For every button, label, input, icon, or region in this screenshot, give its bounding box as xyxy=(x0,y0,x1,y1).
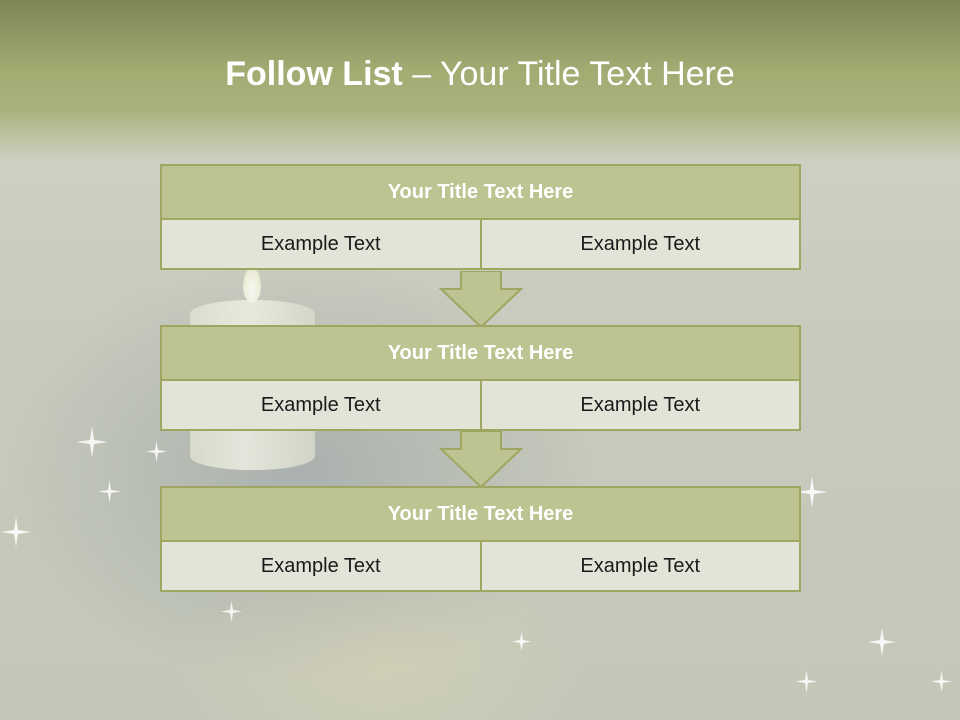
step-block-2: Your Title Text Here Example Text Exampl… xyxy=(160,325,801,431)
step-title: Your Title Text Here xyxy=(160,164,801,220)
step-title: Your Title Text Here xyxy=(160,325,801,381)
step-left-text: Example Text xyxy=(260,232,381,255)
step-row: Example Text Example Text xyxy=(160,220,801,270)
title-rest: – Your Title Text Here xyxy=(402,55,735,93)
down-arrow-1 xyxy=(439,271,523,329)
step-title: Your Title Text Here xyxy=(160,486,801,542)
step-row: Example Text Example Text xyxy=(160,542,801,592)
step-right-text: Example Text xyxy=(479,381,800,429)
down-arrow-2 xyxy=(439,431,523,489)
step-block-3: Your Title Text Here Example Text Exampl… xyxy=(160,486,801,592)
title-bold: Follow List xyxy=(225,55,403,93)
flame-decoration xyxy=(243,268,261,302)
page-title: Follow List – Your Title Text Here xyxy=(0,52,960,96)
step-left-text: Example Text xyxy=(260,393,381,416)
step-right-text: Example Text xyxy=(479,220,800,268)
step-right-text: Example Text xyxy=(479,542,800,590)
header-band xyxy=(0,0,960,160)
step-left-text: Example Text xyxy=(260,554,381,577)
step-block-1: Your Title Text Here Example Text Exampl… xyxy=(160,164,801,270)
step-row: Example Text Example Text xyxy=(160,381,801,431)
